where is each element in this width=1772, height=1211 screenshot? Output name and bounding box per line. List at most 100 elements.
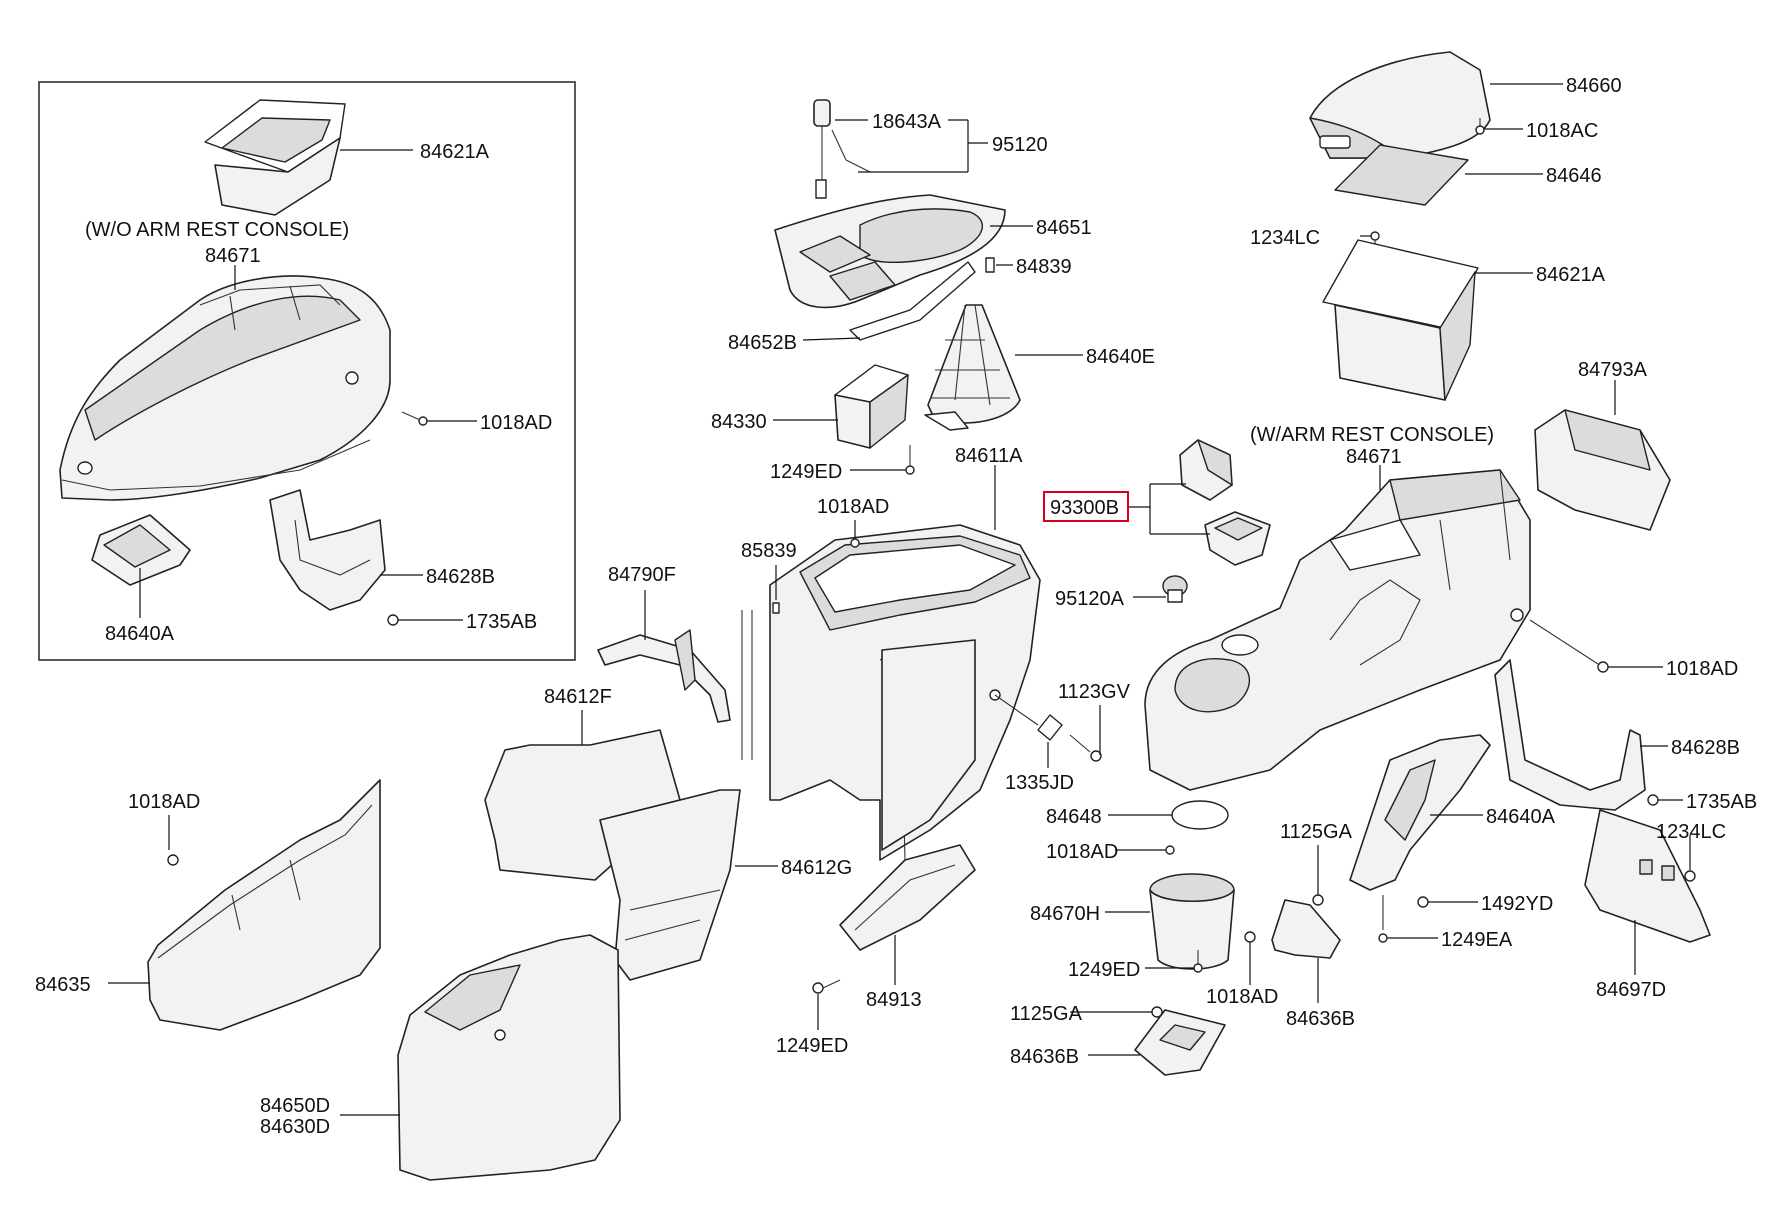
console-84671-inset-part [59, 265, 391, 501]
label-84790f: 84790F [608, 564, 676, 586]
label-84640a-inset: 84640A [105, 623, 175, 645]
screw-1018ad-c-part [1529, 619, 1663, 673]
cup-holder-84670h-part [1105, 873, 1235, 970]
label-84628b: 84628B [1671, 737, 1740, 759]
bracket-84697d-part [1584, 809, 1711, 975]
armrest-console-84671-part [1144, 465, 1531, 791]
bracket-1335jd-part [1037, 714, 1063, 768]
frame-84652b-part [802, 261, 976, 341]
bracket-84790f-part [597, 590, 731, 723]
label-84671: 84671 [1346, 446, 1402, 468]
label-84611a: 84611A [955, 445, 1023, 467]
label-1735ab-inset: 1735AB [466, 611, 537, 633]
side-panel-84635-part [108, 779, 381, 1031]
label-1018ad-e: 1018AD [1206, 986, 1278, 1008]
label-84628b-inset: 84628B [426, 566, 495, 588]
label-84660: 84660 [1566, 75, 1622, 97]
label-84330: 84330 [711, 411, 767, 433]
label-1249ed-a: 1249ED [770, 461, 842, 483]
highlight-box-93300b [1043, 491, 1129, 522]
screw-1018ad-inset-part [401, 411, 477, 426]
label-84636b-b: 84636B [1010, 1046, 1079, 1068]
screw-1018ad-a-part [850, 520, 860, 548]
screw-1123gv-part [1069, 705, 1102, 762]
label-93300b: 93300B [1050, 497, 1119, 519]
label-84621a-inset: 84621A [420, 141, 490, 163]
main-console-84611a-part [769, 465, 1041, 861]
label-84650d: 84650D [260, 1095, 330, 1117]
label-84648: 84648 [1046, 806, 1102, 828]
big-panel-84650d-part [340, 934, 621, 1181]
label-1249ed-b: 1249ED [776, 1035, 848, 1057]
part-84793a-part [1534, 380, 1671, 531]
clip-85839-part [772, 565, 780, 614]
label-84913: 84913 [866, 989, 922, 1011]
label-1018ad-inset: 1018AD [480, 412, 552, 434]
screw-1018ad-e-part [1244, 931, 1256, 985]
label-84670h: 84670H [1030, 903, 1100, 925]
screw-1249ed-c-part [1145, 950, 1203, 973]
screw-1249ea-part [1378, 895, 1438, 943]
label-1123gv: 1123GV [1058, 681, 1131, 703]
label-84612f: 84612F [544, 686, 612, 708]
clip-1735ab-inset-part [387, 614, 463, 626]
label-1018ad-a: 1018AD [817, 496, 889, 518]
clip-1735ab-part [1647, 794, 1683, 806]
armrest-lid-84660-part [1309, 51, 1563, 159]
label-84640a: 84640A [1486, 806, 1556, 828]
label-84652b: 84652B [728, 332, 797, 354]
socket-95120a-part [1133, 575, 1188, 603]
label-84793a: 84793A [1578, 359, 1648, 381]
clip-1492yd-part [1417, 896, 1478, 908]
bracket-84636b-b-part [1088, 1009, 1226, 1076]
screw-1234lc-b-part [1684, 835, 1696, 882]
label-84636b-a: 84636B [1286, 1008, 1355, 1030]
label-1018ad-b: 1018AD [128, 791, 200, 813]
label-84630d: 84630D [260, 1116, 330, 1138]
shift-tray-84651-part [774, 194, 1033, 309]
label-1492yd: 1492YD [1481, 893, 1553, 915]
bracket-84640a-inset-part [91, 514, 191, 618]
bracket-84628b-part [1494, 659, 1668, 811]
label-1234lc-b: 1234LC [1656, 821, 1726, 843]
screw-1018ad-b-part [167, 815, 179, 866]
label-85839: 85839 [741, 540, 797, 562]
label-1125ga-b: 1125GA [1010, 1003, 1083, 1025]
note-with-armrest: (W/ARM REST CONSOLE) [1250, 424, 1494, 446]
screw-1249ed-b-part [812, 979, 841, 1030]
label-84697d: 84697D [1596, 979, 1666, 1001]
bracket-84636b-a-part [1271, 899, 1341, 1003]
tray-84621a-inset-part [204, 99, 413, 216]
bracket-84628b-inset-part [269, 489, 423, 611]
label-95120a: 95120A [1055, 588, 1125, 610]
switch-93300b-part [1043, 439, 1271, 566]
label-1018ad-d: 1018AD [1046, 841, 1118, 863]
inset-frame [38, 81, 576, 661]
label-84612g: 84612G [781, 857, 852, 879]
label-84671-inset: 84671 [205, 245, 261, 267]
pad-84646-part [1334, 144, 1543, 206]
label-1249ed-c: 1249ED [1068, 959, 1140, 981]
screw-1125ga-a-part [1312, 845, 1324, 906]
label-1735ab: 1735AB [1686, 791, 1757, 813]
bin-84621a-part [1322, 239, 1533, 401]
label-84651: 84651 [1036, 217, 1092, 239]
screw-1125ga-b-part [1070, 1006, 1163, 1018]
box-84330-part [773, 364, 909, 449]
screw-1018ad-d-part [1115, 845, 1175, 855]
ring-84648-part [1108, 800, 1229, 830]
label-84646: 84646 [1546, 165, 1602, 187]
label-84635: 84635 [35, 974, 91, 996]
bracket-84640a-part [1349, 734, 1491, 891]
label-1249ea: 1249EA [1441, 929, 1513, 951]
label-1234lc-a: 1234LC [1250, 227, 1320, 249]
label-1018ad-c: 1018AD [1666, 658, 1738, 680]
panel-84913-part [839, 844, 976, 985]
shift-boot-84640e-part [924, 304, 1083, 431]
screw-1249ed-a-part [850, 445, 915, 475]
screw-1018ac-part [1475, 118, 1523, 135]
label-84640e: 84640E [1086, 346, 1155, 368]
label-95120: 95120 [992, 134, 1048, 156]
label-18643a: 18643A [872, 111, 942, 133]
